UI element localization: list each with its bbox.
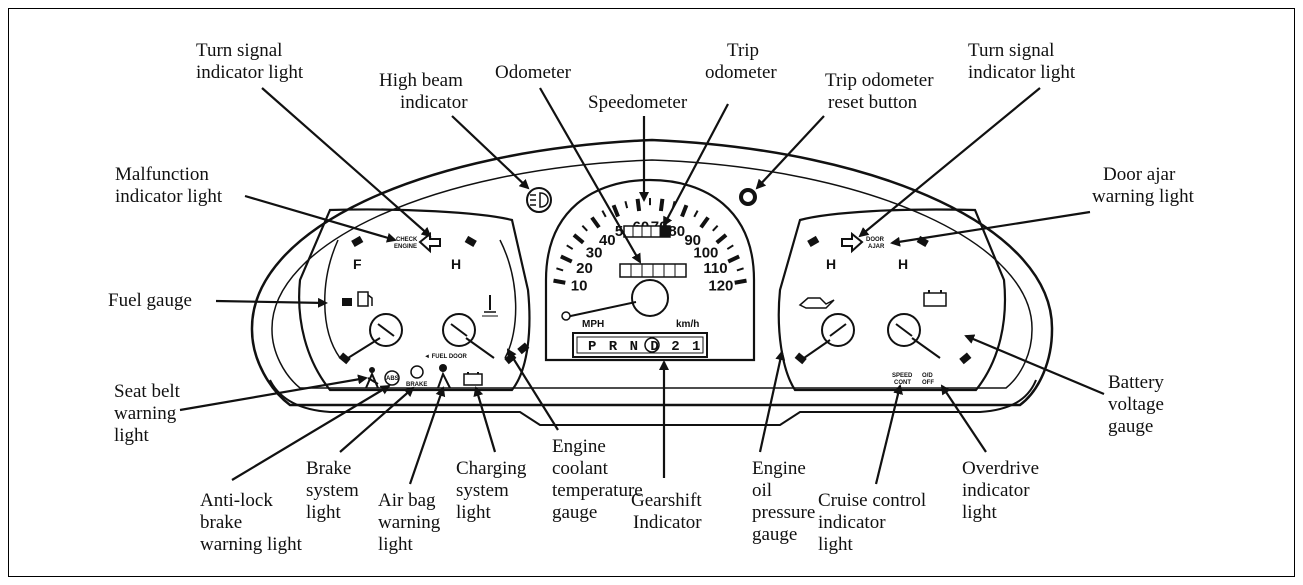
- high-beam-icon: [526, 187, 552, 213]
- speed-tick: [734, 278, 747, 285]
- check-engine-line2: ENGINE: [394, 244, 417, 250]
- callout-labels: Turn signal indicator light High beam in…: [108, 40, 1195, 555]
- speed-tick: [712, 224, 719, 232]
- label-speedometer: Speedometer: [588, 92, 688, 113]
- speed-number: 100: [693, 245, 718, 262]
- battery-needle-hub: [887, 313, 941, 359]
- right-gauge-pod: H H DOOR AJAR SPEED CONT O/D OFF: [777, 208, 1007, 392]
- fuel-door-tag: ◄ FUEL DOOR: [424, 354, 467, 360]
- speed-tick: [611, 204, 620, 218]
- speed-tick: [556, 267, 564, 272]
- speed-tick: [635, 198, 642, 212]
- left-gauge-pod: F H CHECK ENGINE ◄ FUEL DOOR: [298, 208, 531, 392]
- cluster-housing: [250, 138, 1054, 426]
- temp-hot-mark: H: [451, 256, 461, 272]
- diagram-frame: [8, 8, 1295, 577]
- leader-lines: [179, 87, 1105, 485]
- turn-right-arrow-icon: [841, 231, 864, 254]
- speed-needle-hub: [561, 279, 669, 321]
- speed-number: 80: [668, 223, 685, 240]
- speed-tick: [693, 210, 699, 218]
- speed-tick: [560, 254, 573, 264]
- abs-icon: ABS: [384, 370, 400, 386]
- battery-icon: [923, 290, 947, 307]
- reset-button-icon: [739, 188, 757, 206]
- label-brake-system: Brake system light: [306, 458, 364, 523]
- speed-number: 120: [708, 277, 733, 294]
- speed-number: 10: [571, 277, 588, 294]
- battery-small-icon: [463, 372, 483, 386]
- coolant-thermometer-icon: [482, 295, 498, 317]
- label-trip-odometer: Trip odometer: [705, 40, 777, 83]
- mph-unit: MPH: [582, 319, 604, 330]
- label-seat-belt: Seat belt warning light: [114, 381, 185, 446]
- seatbelt-icon: [365, 367, 379, 389]
- label-door-ajar: Door ajar warning light: [1092, 164, 1195, 207]
- temp-needle-hub: [442, 313, 495, 359]
- label-anti-lock: Anti-lock brake warning light: [200, 490, 303, 555]
- speed-number: 110: [703, 260, 727, 277]
- speed-tick: [581, 224, 588, 232]
- oil-needle-hub: [803, 313, 855, 359]
- abs-tag: ABS: [386, 376, 399, 382]
- door-ajar-line2: AJAR: [868, 244, 885, 250]
- label-overdrive: Overdrive indicator light: [962, 458, 1044, 523]
- speed-tick: [572, 233, 585, 245]
- trip-odometer-display: [623, 225, 671, 238]
- speed-tick: [624, 200, 629, 209]
- speed-tick: [680, 204, 689, 218]
- label-air-bag: Air bag warning light: [378, 490, 445, 555]
- speed-tick: [715, 233, 728, 245]
- door-ajar-line1: DOOR: [866, 237, 885, 243]
- speed-tick: [736, 267, 744, 272]
- speed-number: 40: [599, 232, 616, 249]
- oil-high-mark: H: [826, 256, 836, 272]
- fuel-pump-icon: [357, 291, 373, 307]
- speed-number: 90: [684, 232, 701, 249]
- brake-icon: BRAKE: [406, 365, 427, 388]
- label-malfunction: Malfunction indicator light: [115, 164, 223, 207]
- od-off-line2: OFF: [922, 380, 934, 386]
- speed-tick: [658, 198, 665, 212]
- label-gearshift: Gearshift Indicator: [631, 490, 706, 533]
- check-engine-line1: CHECK: [396, 237, 418, 243]
- airbag-icon: [437, 364, 451, 389]
- speed-number: 30: [586, 245, 603, 262]
- label-high-beam: High beam indicator: [379, 70, 468, 113]
- odometer-display: [619, 263, 687, 278]
- speed-tick: [699, 216, 710, 229]
- label-trip-reset: Trip odometer reset button: [825, 70, 938, 113]
- speed-tick: [601, 210, 607, 218]
- brake-tag: BRAKE: [406, 382, 427, 388]
- speed-tick: [726, 244, 734, 250]
- od-off-line1: O/D: [922, 373, 933, 379]
- speed-cont-line2: CONT: [894, 380, 911, 386]
- label-charging: Charging system light: [456, 458, 531, 523]
- gear-letters: P R N D 2 1: [588, 339, 702, 355]
- turn-left-arrow-icon: [418, 231, 441, 254]
- speed-number: 20: [576, 260, 593, 277]
- battery-high-mark: H: [898, 256, 908, 272]
- label-battery: Battery voltage gauge: [1108, 372, 1169, 437]
- speed-tick: [590, 216, 601, 229]
- label-coolant: Engine coolant temperature gauge: [552, 436, 647, 523]
- kmh-unit: km/h: [676, 319, 699, 330]
- label-turn-signal-right: Turn signal indicator light: [968, 40, 1076, 83]
- label-fuel-gauge: Fuel gauge: [108, 290, 192, 311]
- fuel-needle-hub: [347, 313, 403, 359]
- speed-tick: [566, 244, 574, 250]
- label-turn-signal-left: Turn signal indicator light: [196, 40, 304, 83]
- label-cruise: Cruise control indicator light: [818, 490, 931, 555]
- fuel-full-mark: F: [353, 256, 362, 272]
- speed-tick: [727, 254, 740, 264]
- oil-can-icon: [798, 297, 835, 309]
- speedometer-pod: 102030405060708090100110120 MPH km/h P R…: [544, 178, 756, 362]
- label-oil-pressure: Engine oil pressure gauge: [752, 458, 820, 545]
- label-odometer: Odometer: [495, 62, 572, 83]
- speed-tick: [553, 278, 566, 285]
- gear-indicator-box: P R N D 2 1: [572, 332, 708, 358]
- speed-cont-line1: SPEED: [892, 373, 913, 379]
